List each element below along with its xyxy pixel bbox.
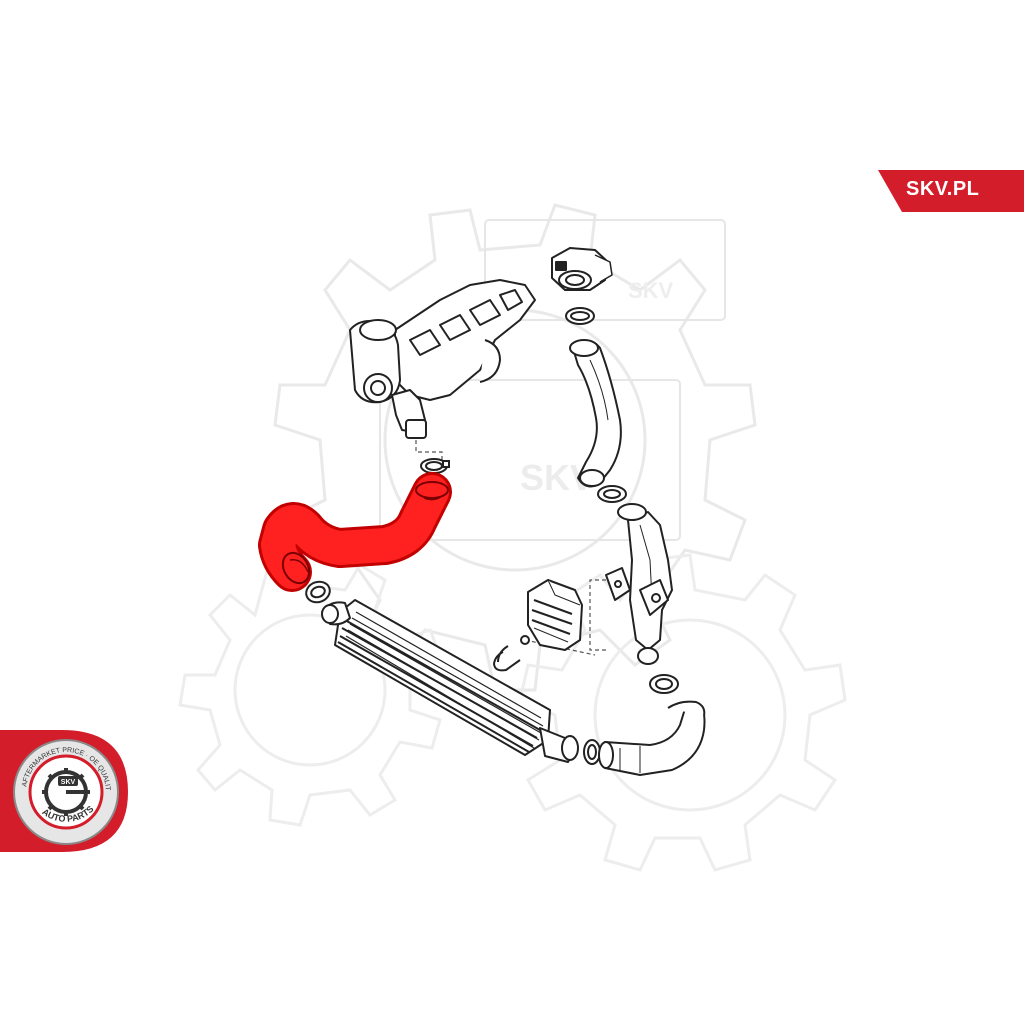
- charge-pipe-bracket: [605, 503, 673, 665]
- resonator-box: [527, 579, 583, 651]
- hose-clamp: [565, 307, 627, 503]
- seal-center-text: SKV: [61, 779, 76, 786]
- brand-site-label: SKV.PL: [906, 178, 980, 200]
- hose-clamp: [583, 739, 601, 765]
- brand-tag-shape: [878, 170, 1024, 212]
- hose-clamp: [305, 580, 331, 604]
- seal-graphic: SKV AFTERMARKET PRICE · OE QUALITY AUTO …: [0, 730, 128, 852]
- highlighted-hose-turbo-to-intercooler: [258, 472, 452, 592]
- brand-seal-logo: SKV AFTERMARKET PRICE · OE QUALITY AUTO …: [0, 730, 130, 852]
- throttle-body: [551, 247, 613, 291]
- hose-clamp: [420, 458, 450, 474]
- intercooler: [321, 599, 579, 763]
- watermark-gear-icon: [518, 553, 847, 872]
- hose-throttle-inlet: [569, 339, 622, 488]
- turbocharger-manifold: [349, 279, 536, 439]
- watermark-skv-text: SKV: [628, 278, 674, 303]
- vacuum-hose: [492, 635, 530, 672]
- brand-tag: SKV.PL: [878, 170, 1024, 212]
- hose-clamp: [649, 674, 679, 694]
- watermark-gear-icon: [178, 553, 442, 827]
- hose-intercooler-outlet: [598, 700, 706, 776]
